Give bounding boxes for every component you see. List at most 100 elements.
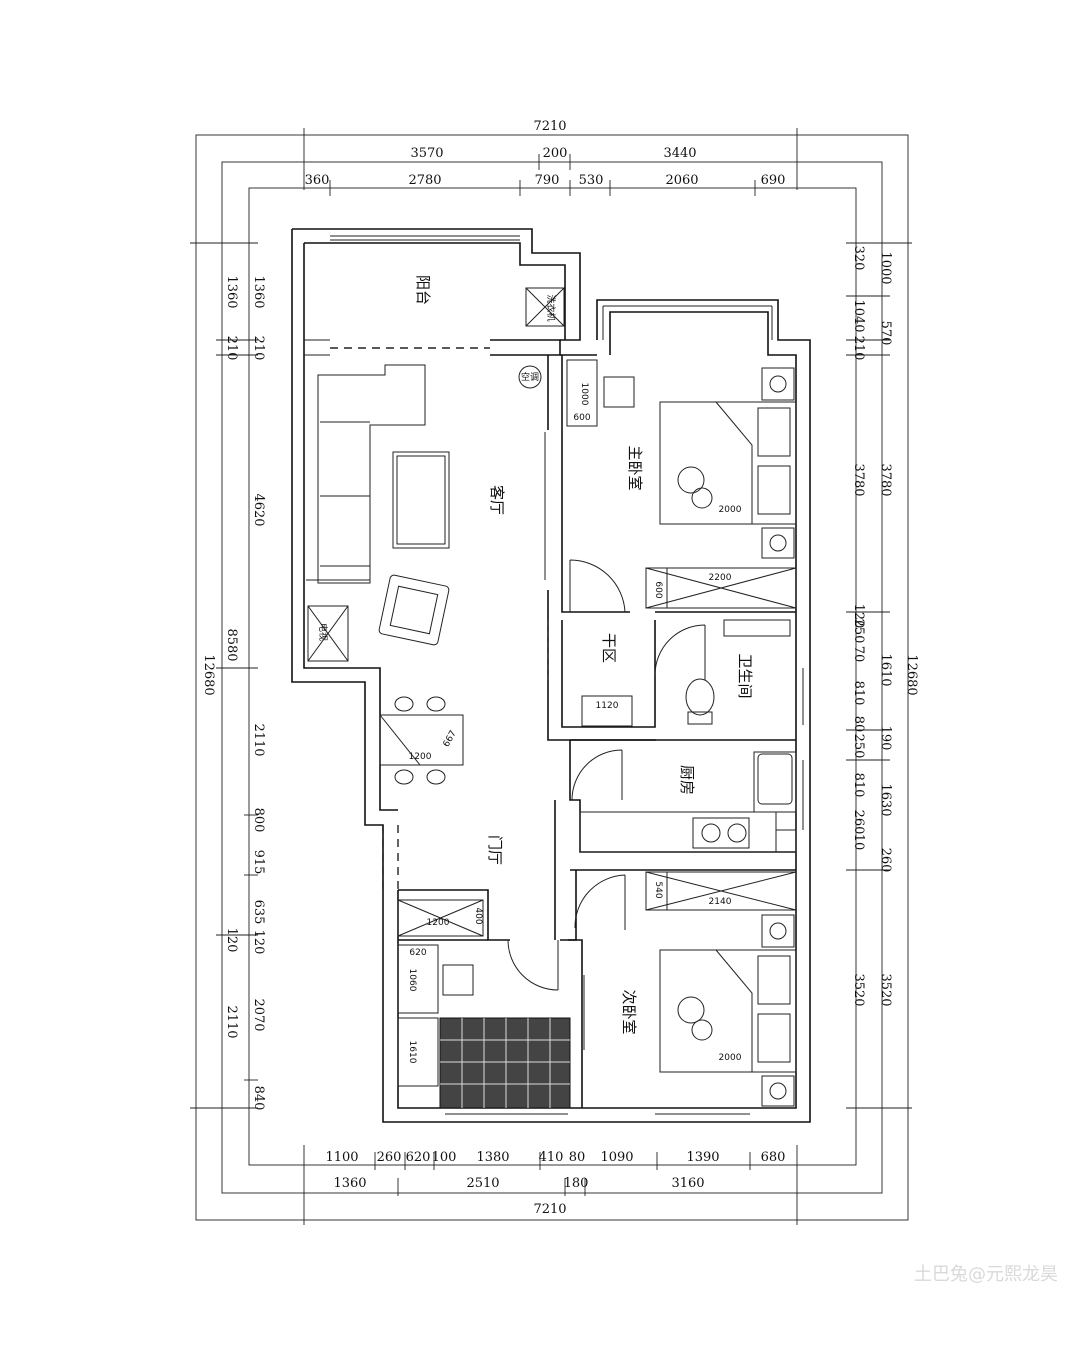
dim-top3-5: 690 bbox=[761, 173, 786, 188]
dim-right1-5: 250 bbox=[851, 619, 866, 644]
dim-right-3520: 3520 bbox=[851, 973, 866, 1006]
dim-top2-2: 3440 bbox=[663, 146, 696, 161]
dim-bottom1-5: 410 bbox=[539, 1150, 564, 1165]
desk bbox=[566, 359, 598, 427]
dim-top2-1: 200 bbox=[543, 146, 568, 161]
dim-left2-1: 210 bbox=[224, 336, 239, 361]
dim-bottom1-4: 1380 bbox=[476, 1150, 509, 1165]
dim-right1-11: 260 bbox=[851, 810, 866, 835]
wardrobe-second bbox=[645, 871, 797, 911]
doors bbox=[507, 559, 706, 991]
door-study bbox=[507, 939, 559, 991]
dim-bottom-row2: 1360 2510 180 3160 bbox=[333, 1176, 704, 1191]
dim-right1-12: 10 bbox=[851, 834, 866, 851]
dim-left-row2: 1360 210 8580 120 2110 bbox=[224, 275, 239, 1038]
dim-top3-2: 790 bbox=[535, 173, 560, 188]
room-kitchen: 厨房 bbox=[678, 765, 696, 795]
master-bed bbox=[659, 367, 797, 559]
dim-top-total: 7210 bbox=[533, 119, 566, 134]
dim-bottom2-0: 1360 bbox=[333, 1176, 366, 1191]
dim-left1-1: 210 bbox=[251, 336, 266, 361]
dim-right1-0: 320 bbox=[851, 246, 866, 271]
dim-left2-0: 1360 bbox=[224, 275, 239, 308]
shower bbox=[723, 619, 791, 637]
dim-top3-1: 2780 bbox=[408, 173, 441, 188]
dim-top3-4: 2060 bbox=[665, 173, 698, 188]
sink bbox=[757, 753, 793, 805]
dim-right1-2: 210 bbox=[851, 336, 866, 361]
dining-table bbox=[379, 696, 464, 785]
dim-right2-7: 3520 bbox=[878, 973, 893, 1006]
dim-right1-6: 70 bbox=[851, 646, 866, 663]
dining-side: 667 bbox=[442, 729, 459, 749]
toilet bbox=[685, 678, 715, 716]
dim-bottom1-9: 680 bbox=[761, 1150, 786, 1165]
dim-frame-mid bbox=[221, 161, 883, 1194]
dim-left1-9: 840 bbox=[251, 1086, 266, 1111]
dim-right-row1: 320 1040 210 3780 120 250 70 810 80 250 … bbox=[851, 246, 866, 851]
desk-side: 600 bbox=[573, 413, 590, 423]
foyer-cabinet-side: 400 bbox=[473, 907, 483, 924]
ac-label: 空调 bbox=[521, 371, 539, 383]
dim-right1-10: 810 bbox=[851, 773, 866, 798]
second-bed bbox=[659, 914, 797, 1107]
dim-right2-1: 570 bbox=[878, 321, 893, 346]
dim-bottom1-8: 1390 bbox=[686, 1150, 719, 1165]
ac-unit bbox=[518, 365, 542, 389]
dim-bottom1-2: 620 bbox=[406, 1150, 431, 1165]
washer bbox=[525, 287, 565, 327]
dim-left1-6: 635 bbox=[251, 900, 266, 925]
dim-left1-5: 915 bbox=[251, 850, 266, 875]
dim-right2-6: 260 bbox=[878, 848, 893, 873]
room-dry: 干区 bbox=[600, 633, 618, 663]
study-desk bbox=[397, 944, 439, 1014]
dim-left1-0: 1360 bbox=[251, 275, 266, 308]
coffee-table bbox=[392, 451, 450, 549]
foyer-cabinet bbox=[397, 899, 484, 937]
stove bbox=[692, 817, 750, 849]
dim-bottom1-3: 100 bbox=[432, 1150, 457, 1165]
dim-bottom2-3: 3160 bbox=[671, 1176, 704, 1191]
walls bbox=[291, 228, 811, 1123]
tv-cabinet bbox=[307, 605, 349, 662]
room-second: 次卧室 bbox=[620, 989, 638, 1034]
dim-left2-2: 8580 bbox=[224, 628, 239, 661]
dim-left1-8: 2070 bbox=[251, 998, 266, 1031]
dim-top-row3: 360 2780 790 530 2060 690 bbox=[305, 173, 786, 188]
dim-bottom-row1: 1100 260 620 100 1380 410 80 1090 1390 6… bbox=[325, 1150, 785, 1165]
room-bath: 卫生间 bbox=[736, 653, 754, 698]
dim-bottom2-2: 180 bbox=[564, 1176, 589, 1191]
study-desk-side: 1060 bbox=[407, 969, 417, 992]
dim-right1-1: 1040 bbox=[851, 299, 866, 332]
dim-bottom1-7: 1090 bbox=[600, 1150, 633, 1165]
dim-left-row1: 1360 210 4620 2110 800 915 635 120 2070 … bbox=[251, 275, 266, 1110]
dim-right1-9: 250 bbox=[851, 734, 866, 759]
dim-right2-0: 1000 bbox=[878, 251, 893, 284]
dim-right1-3: 3780 bbox=[851, 463, 866, 496]
room-living: 客厅 bbox=[488, 485, 506, 515]
sofa bbox=[306, 364, 426, 584]
dim-right1-8: 80 bbox=[851, 716, 866, 733]
desk-top: 1000 bbox=[579, 383, 589, 406]
dim-frame-inner bbox=[248, 187, 857, 1166]
dim-right-row2: 1000 570 3780 1610 190 1630 260 3520 bbox=[878, 251, 893, 1006]
door-bath bbox=[654, 624, 706, 680]
dim-left2-3: 120 bbox=[224, 928, 239, 953]
second-bed-len: 2000 bbox=[719, 1053, 742, 1063]
door-second bbox=[574, 874, 626, 930]
fridge bbox=[775, 829, 797, 853]
wardrobe-master bbox=[645, 567, 797, 609]
dim-left-total: 12680 bbox=[201, 654, 216, 695]
dim-top-row2: 3570 200 3440 bbox=[410, 146, 696, 161]
dim-bottom1-1: 260 bbox=[377, 1150, 402, 1165]
dining-length: 1200 bbox=[409, 752, 432, 762]
dim-top2-0: 3570 bbox=[410, 146, 443, 161]
dim-right1-4: 120 bbox=[851, 604, 866, 629]
dim-left1-3: 2110 bbox=[251, 723, 266, 756]
armchair bbox=[378, 574, 450, 646]
dim-bottom-total: 7210 bbox=[533, 1202, 566, 1217]
tv-label: 电视 bbox=[317, 623, 329, 641]
study-chair bbox=[442, 964, 474, 996]
dim-right2-5: 1630 bbox=[878, 783, 893, 816]
wardrobe-second-len: 2140 bbox=[709, 897, 732, 907]
